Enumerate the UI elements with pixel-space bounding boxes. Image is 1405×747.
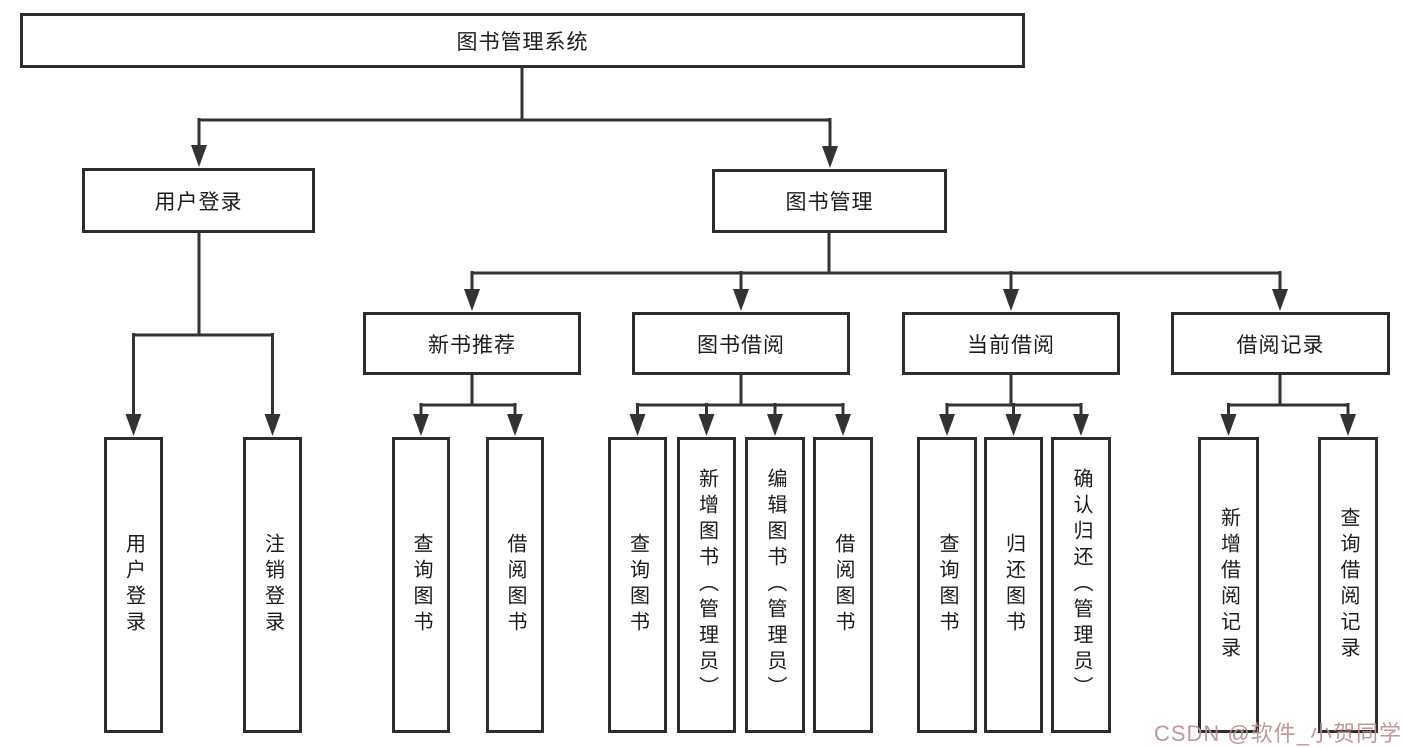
node-label: 确认归还（管理员） bbox=[1070, 468, 1092, 702]
node-label: 借阅图书 bbox=[832, 533, 854, 637]
leaf-logout: 注销登录 bbox=[243, 437, 302, 733]
node-book-borrow: 图书借阅 bbox=[632, 312, 850, 375]
node-borrow-records: 借阅记录 bbox=[1171, 312, 1390, 375]
node-label: 图书管理系统 bbox=[456, 30, 589, 54]
leaf-return-books: 归还图书 bbox=[984, 437, 1043, 733]
node-label: 查询借阅记录 bbox=[1337, 507, 1359, 663]
leaf-borrow-books: 借阅图书 bbox=[486, 437, 544, 733]
node-user-login: 用户登录 bbox=[82, 168, 315, 233]
node-root-library-system: 图书管理系统 bbox=[20, 13, 1025, 68]
node-label: 查询图书 bbox=[410, 533, 432, 637]
leaf-add-borrow-record: 新增借阅记录 bbox=[1198, 437, 1259, 733]
csdn-watermark: CSDN @软件_小贺同学 bbox=[1153, 721, 1402, 746]
leaf-query-borrow-record: 查询借阅记录 bbox=[1318, 437, 1378, 733]
leaf-user-login: 用户登录 bbox=[104, 437, 163, 733]
leaf-add-books-admin: 新增图书（管理员） bbox=[677, 437, 736, 733]
leaf-query-books-2: 查询图书 bbox=[608, 437, 667, 733]
node-label: 借阅图书 bbox=[504, 533, 526, 637]
leaf-query-books-3: 查询图书 bbox=[917, 437, 977, 733]
node-label: 当前借阅 bbox=[967, 333, 1055, 357]
node-current-borrow: 当前借阅 bbox=[902, 312, 1120, 375]
leaf-confirm-return-admin: 确认归还（管理员） bbox=[1051, 437, 1111, 733]
node-label: 用户登录 bbox=[122, 533, 145, 637]
node-label: 新增借阅记录 bbox=[1217, 507, 1240, 663]
node-label: 图书管理 bbox=[785, 191, 874, 214]
node-new-book-recommend: 新书推荐 bbox=[363, 312, 581, 375]
node-label: 注销登录 bbox=[261, 533, 284, 637]
node-label: 查询图书 bbox=[936, 533, 958, 637]
node-label: 图书借阅 bbox=[697, 333, 785, 357]
node-label: 编辑图书（管理员） bbox=[764, 468, 786, 702]
leaf-edit-books-admin: 编辑图书（管理员） bbox=[745, 437, 805, 733]
node-label: 借阅记录 bbox=[1236, 333, 1325, 357]
node-label: 新增图书（管理员） bbox=[695, 468, 718, 702]
node-label: 新书推荐 bbox=[428, 333, 516, 357]
leaf-query-books: 查询图书 bbox=[392, 437, 450, 733]
node-label: 查询图书 bbox=[626, 533, 649, 637]
node-label: 归还图书 bbox=[1002, 533, 1025, 637]
node-label: 用户登录 bbox=[154, 190, 243, 214]
leaf-borrow-books-2: 借阅图书 bbox=[813, 437, 873, 733]
arrowhead-icons bbox=[125, 145, 1356, 436]
node-book-management: 图书管理 bbox=[712, 169, 947, 233]
